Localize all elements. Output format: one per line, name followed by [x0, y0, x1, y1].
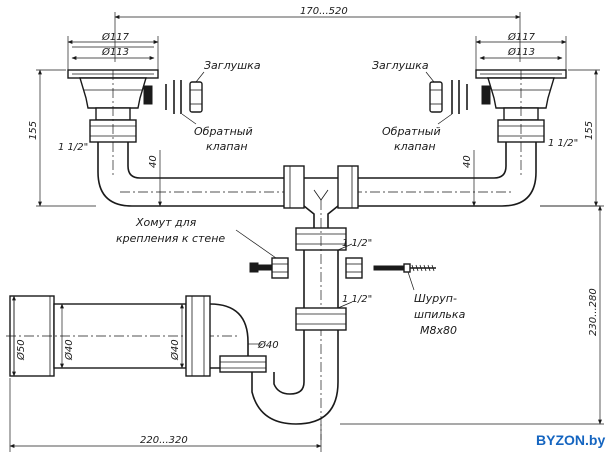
right-plug-label: Заглушка [372, 59, 435, 83]
right-dia-outer: Ø117 [507, 31, 536, 43]
left-valve-label: Обратный клапан [181, 113, 253, 153]
height-range-text: 230...280 [588, 288, 599, 336]
screw-label: Шуруп- шпилька M8x80 [407, 271, 466, 337]
left-plug [165, 80, 203, 114]
screw-text-1: Шуруп- [414, 292, 457, 305]
offset-left-text: 40 [148, 155, 159, 168]
vertical-pipe [303, 200, 339, 440]
dimension-offset-right: 40 [462, 150, 476, 207]
thread-lower: 1 1/2" [342, 294, 372, 305]
right-valve-text-1: Обратный [382, 125, 441, 138]
dimension-right-diameters: Ø117 Ø113 [475, 31, 567, 70]
dimension-width-range: 170...520 [114, 6, 521, 62]
clamp-text-1: Хомут для [135, 216, 197, 229]
right-plug-text: Заглушка [372, 59, 429, 72]
trap-bend [251, 330, 339, 425]
right-drain [352, 69, 567, 207]
dia-40-text-elbow: Ø40 [257, 339, 279, 351]
right-valve-text-2: клапан [394, 140, 436, 153]
center-thread-labels: 1 1/2" 1 1/2" [337, 238, 372, 309]
left-valve-text-1: Обратный [194, 125, 253, 138]
lower-nut [295, 307, 347, 331]
central-tee [283, 165, 359, 228]
offset-right-text: 40 [462, 155, 473, 168]
dia-40-text-left: Ø40 [63, 339, 75, 361]
outlet-pipe [6, 295, 267, 377]
dia-50-text: Ø50 [15, 339, 27, 361]
screw-stud [373, 263, 436, 273]
left-valve-text-2: клапан [206, 140, 248, 153]
dia-40-text-right: Ø40 [169, 339, 181, 361]
left-dia-inner: Ø113 [101, 46, 129, 58]
right-dia-inner: Ø113 [507, 46, 535, 58]
thread-upper: 1 1/2" [342, 238, 372, 249]
screw-text-3: M8x80 [420, 324, 457, 337]
right-155-text: 155 [584, 121, 595, 140]
width-range-text: 170...520 [300, 6, 348, 17]
left-dia-outer: Ø117 [101, 31, 130, 43]
dimension-height-range: 230...280 [340, 205, 604, 425]
left-drain [67, 69, 290, 207]
clamp-label: Хомут для крепления к стене [116, 216, 277, 259]
length-range-text: 220...320 [140, 435, 188, 446]
brand-logo: BYZON.by [536, 432, 605, 448]
left-plug-text: Заглушка [204, 59, 261, 72]
dimension-left-155: 155 [28, 69, 96, 207]
clamp-text-2: крепления к стене [116, 232, 225, 245]
left-155-text: 155 [28, 121, 39, 140]
thread-right: 1 1/2" [548, 138, 578, 149]
left-plug-label: Заглушка [195, 59, 261, 83]
right-valve-label: Обратный клапан [382, 113, 453, 153]
dimension-offset-left: 40 [148, 150, 162, 207]
dimension-left-diameters: Ø117 Ø113 [67, 31, 159, 70]
right-plug [429, 80, 468, 114]
outlet-diameters: Ø50 Ø40 Ø40 Ø40 [12, 295, 279, 377]
wall-clamp [249, 257, 363, 279]
dimension-length-range: 220...320 [9, 378, 322, 452]
thread-left: 1 1/2" [58, 142, 88, 153]
screw-text-2: шпилька [414, 308, 466, 321]
